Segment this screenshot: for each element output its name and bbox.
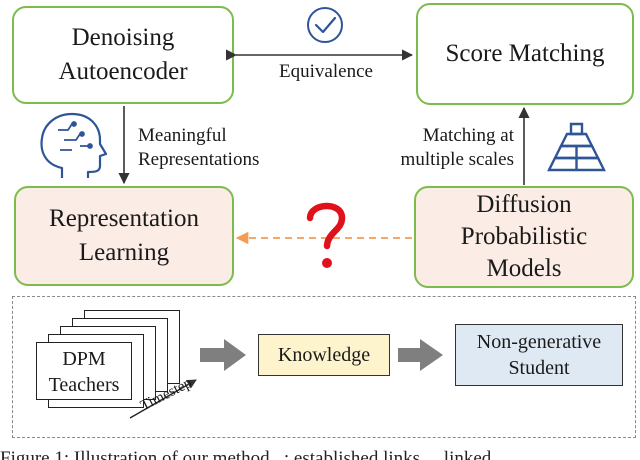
meaningful-representations-label: Meaningful Representations <box>138 124 259 172</box>
question-mark-icon <box>306 202 346 268</box>
denoising-autoencoder-node: Denoising Autoencoder <box>12 6 234 104</box>
student-line2: Student <box>508 357 570 379</box>
equivalence-label: Equivalence <box>279 61 373 82</box>
teacher-card-front <box>36 342 132 400</box>
distillation-panel <box>12 296 636 438</box>
diffusion-models-line2: Probabilistic <box>460 223 588 250</box>
matching-scales-label: Matching at multiple scales <box>372 124 514 172</box>
matching-at-line: Matching at <box>422 125 514 146</box>
figure-caption: Figure 1: Illustration of our method...;… <box>0 448 492 460</box>
meaningful-line: Meaningful <box>138 125 227 146</box>
teachers-to-knowledge-arrow <box>200 339 246 371</box>
denoising-autoencoder-line2: Autoencoder <box>58 58 188 85</box>
representation-learning-line2: Learning <box>78 239 170 266</box>
multiple-scales-line: multiple scales <box>400 149 514 170</box>
score-matching-label: Score Matching <box>445 40 605 67</box>
student-line1: Non-generative <box>476 331 602 353</box>
brain-head-icon <box>40 112 108 178</box>
knowledge-label: Knowledge <box>277 344 371 366</box>
representations-line: Representations <box>138 149 260 170</box>
representation-learning-line1: Representation <box>49 205 199 232</box>
diffusion-models-node: Diffusion Probabilistic Models <box>414 186 634 288</box>
representation-learning-node: Representation Learning <box>14 186 234 286</box>
pyramid-icon <box>547 122 606 172</box>
diffusion-models-line1: Diffusion <box>476 191 572 218</box>
teachers-line: Teachers <box>48 374 120 396</box>
check-circle-icon <box>307 7 343 43</box>
knowledge-to-student-arrow <box>398 339 443 371</box>
knowledge-box: Knowledge <box>258 334 390 376</box>
dpm-line: DPM <box>62 348 106 370</box>
diffusion-models-line3: Models <box>486 255 562 282</box>
timestep-arrow <box>129 379 197 419</box>
denoising-autoencoder-line1: Denoising <box>71 24 175 51</box>
dpm-teachers-label: DPM Teachers <box>36 342 132 402</box>
student-box: Non-generative Student <box>455 324 623 386</box>
score-matching-node: Score Matching <box>416 3 634 105</box>
